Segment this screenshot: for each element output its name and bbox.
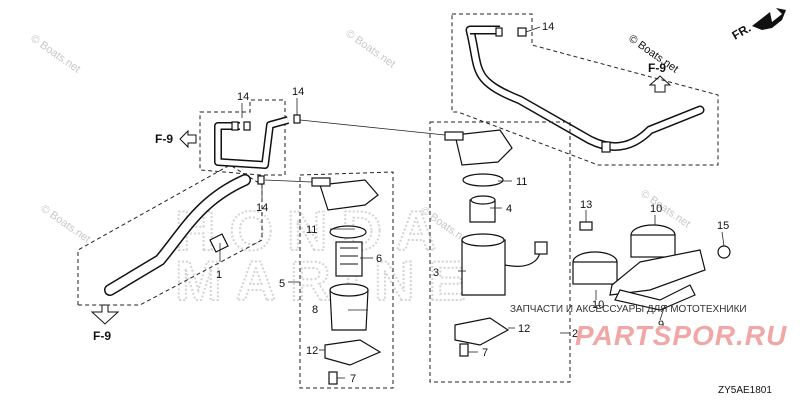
- callout-14-left-b: 14: [292, 86, 304, 98]
- leader-lines: [219, 98, 725, 379]
- callout-labels: 1 3 4 5 6 7 7 8 9 10 10 11 11 12 12 13 1…: [216, 21, 729, 385]
- watermark-5: © Boats.net: [638, 188, 692, 231]
- fr-label: FR.: [730, 21, 754, 43]
- callout-8: 8: [312, 304, 318, 316]
- watermark-1: © Boats.net: [28, 33, 82, 76]
- up-arrow-icon: [648, 75, 672, 93]
- upper-hose-assembly: [451, 13, 719, 166]
- f9-label-bottom: F-9: [93, 329, 111, 343]
- fuel-filter-assembly-right: [299, 119, 571, 383]
- watermark-3: © Boats.net: [38, 203, 92, 246]
- down-arrow-icon: [90, 304, 120, 325]
- brand-watermark-line-2: MARINE: [175, 249, 480, 312]
- watermark-2: © Boats.net: [343, 28, 397, 71]
- callout-12-right: 12: [518, 323, 530, 335]
- callout-5: 5: [279, 278, 285, 290]
- callout-9: 9: [658, 319, 664, 331]
- f9-ref-left: F-9: [155, 129, 197, 149]
- left-arrow-icon: [179, 129, 197, 149]
- callout-12-center: 12: [306, 345, 318, 357]
- callout-4: 4: [506, 203, 512, 215]
- lower-left-hose: [77, 164, 265, 306]
- shop-logo: PARTSPOR.RU: [575, 320, 787, 351]
- callout-6: 6: [376, 253, 382, 265]
- callout-14-lower: 14: [256, 202, 268, 214]
- bracket-assembly: [572, 221, 731, 311]
- callout-11-center: 11: [306, 224, 317, 236]
- f9-label-left: F-9: [155, 132, 173, 146]
- callout-14-top: 14: [542, 21, 554, 33]
- callout-7-center: 7: [350, 373, 356, 385]
- callout-11-right: 11: [516, 176, 527, 188]
- fr-arrow-icon: FR.: [730, 8, 786, 43]
- callout-13: 13: [580, 199, 592, 211]
- shop-tagline: ЗАПЧАСТИ И АКСЕССУАРЫ ДЛЯ МОТОТЕХНИКИ: [510, 304, 747, 315]
- callout-3: 3: [433, 267, 439, 279]
- callout-15: 15: [717, 220, 729, 232]
- callout-2: 2: [572, 328, 578, 340]
- callout-7-right: 7: [482, 347, 488, 359]
- f9-label-top-right: F-9: [648, 61, 666, 75]
- callout-10-top: 10: [650, 203, 662, 215]
- f9-ref-bottom: F-9: [90, 304, 120, 343]
- left-hose-assembly: [199, 99, 301, 176]
- callout-10-bottom: 10: [592, 299, 604, 311]
- diagram-code: ZY5AE1801: [718, 385, 772, 396]
- callout-1: 1: [216, 269, 222, 281]
- f9-ref-top-right: F-9: [648, 61, 672, 93]
- callout-14-left-a: 14: [237, 91, 249, 103]
